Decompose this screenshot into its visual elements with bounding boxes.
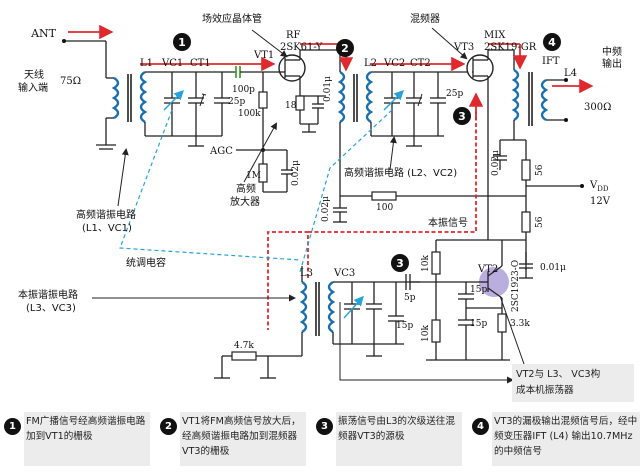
label-c-25p-a: 25p [228, 97, 245, 107]
footer-text-2: VT1将FM高频信号放大后，经高频谐振电路加到混频器VT3的栅极 [180, 412, 306, 466]
label-rf-tank-1: 高频谐振电路 [76, 208, 136, 221]
label-r-56b: 56 [535, 216, 545, 228]
label-vc1: VC1 [161, 58, 183, 69]
label-c-001b: 0.01μ [540, 263, 566, 273]
label-fet-title: 场效应晶体管 [202, 12, 262, 25]
label-osc-tank: 本振谐振电路 [18, 288, 78, 301]
ganged-cap-link-2 [299, 109, 393, 273]
label-agc: AGC [209, 146, 233, 157]
badge-1: 1 [173, 33, 191, 51]
label-ant: ANT [30, 27, 57, 40]
label-r-18: 18 [285, 101, 297, 111]
label-l3: L3 [300, 268, 313, 279]
label-antenna-input: 天线 [24, 68, 44, 81]
footer-note-1: 1 FM广播信号经高频谐振电路加到VT1的栅极 [4, 412, 152, 470]
antenna-input [62, 24, 148, 150]
label-mix: MIX [484, 30, 506, 41]
vt3-mixer [466, 43, 528, 240]
label-c-002a: 0.02μ [291, 160, 301, 186]
oscillator [214, 92, 533, 384]
footer-badge-3: 3 [316, 418, 333, 435]
ganged-cap-link [119, 109, 301, 261]
svg-text:4: 4 [548, 36, 556, 49]
oscillator-note: VT2与 L3、 VC3构 成本机振荡器 [512, 364, 634, 402]
oscillator-note-line-2: 成本机振荡器 [516, 385, 574, 396]
label-r-100k: 100k [238, 109, 261, 119]
footer-badge-4: 4 [472, 418, 489, 435]
label-c-25p-b: 25p [446, 89, 463, 99]
label-vt1-part: 2SK61-Y [280, 42, 323, 53]
rf-tank-2 [333, 56, 526, 223]
label-rf-tank-1b: (L1、VC1) [82, 223, 132, 234]
label-vt2-part: 2SC1923-O [511, 260, 521, 312]
label-input-impedance: 75Ω [60, 76, 81, 87]
label-c-100p: 100p [232, 85, 255, 95]
svg-text:2: 2 [341, 42, 349, 55]
svg-text:3: 3 [396, 257, 404, 270]
ift-l4 [493, 68, 594, 270]
label-ct1: CT1 [190, 58, 211, 69]
footer-note-2: 2 VT1将FM高频信号放大后，经高频谐振电路加到混频器VT3的栅极 [160, 412, 308, 470]
label-rf-amp: 高频 [236, 182, 256, 195]
svg-text:1: 1 [178, 36, 186, 49]
label-if-out: 中频 [602, 45, 622, 58]
rf-tank-1 [140, 56, 276, 147]
label-ct2: CT2 [410, 58, 431, 69]
label-osc-tank-2: (L3、VC3) [26, 303, 76, 314]
label-r-56a: 56 [535, 164, 545, 176]
footer-note-4: 4 VT3的漏极输出混频信号后，经中频变压器IFT (L4) 输出10.7MHz… [472, 412, 640, 470]
label-if-out-2: 输出 [602, 57, 622, 70]
label-c-002c: 0.02μ [491, 150, 501, 176]
label-vc2: VC2 [383, 58, 405, 69]
label-vt2: VT2 [477, 264, 498, 275]
label-rf-amp-2: 放大器 [230, 195, 260, 208]
label-r-4k7: 4.7k [234, 341, 254, 351]
footer-badge-1: 1 [4, 418, 21, 435]
badge-3b: 3 [391, 254, 409, 272]
label-l4: L4 [564, 68, 577, 79]
label-rf: RF [286, 30, 301, 41]
label-vdd: VDD [589, 180, 609, 193]
label-vdd-val: 12V [590, 196, 611, 207]
label-c-15p-a: 15p [396, 321, 413, 331]
label-antenna-input-2: 输入端 [18, 81, 48, 94]
footer-text-4: VT3的漏极输出混频信号后，经中频变压器IFT (L4) 输出10.7MHz的中… [492, 412, 640, 466]
label-r-1m: 1M [246, 171, 261, 181]
label-vt3: VT3 [453, 42, 474, 53]
label-rf-tank-2: 高频谐振电路 (L2、VC2) [344, 166, 457, 179]
label-c-15p-c: 15p [470, 319, 487, 329]
label-c-15p-b: 15p [470, 285, 487, 295]
footer-note-3: 3 振荡信号由L3的次级送往混频器VT3的源极 [316, 412, 464, 470]
footer-text-3: 振荡信号由L3的次级送往混频器VT3的源极 [336, 412, 462, 466]
label-r-100: 100 [376, 203, 393, 213]
label-vt1: VT1 [253, 50, 274, 61]
label-out-impedance: 300Ω [584, 102, 611, 113]
label-ganged-cap: 统调电容 [126, 256, 166, 269]
footer-text-1: FM广播信号经高频谐振电路加到VT1的栅极 [24, 412, 150, 466]
svg-text:3: 3 [458, 110, 466, 123]
label-c-5p: 5p [404, 293, 416, 303]
label-osc-signal: 本振信号 [428, 216, 468, 229]
label-c-002b: 0.02μ [321, 196, 331, 222]
label-r-10k-a: 10k [421, 255, 431, 272]
label-vt3-part: 2SK19-GR [484, 42, 537, 53]
label-c-001a: 0.01μ [323, 76, 333, 102]
label-mixer-title: 混频器 [410, 12, 440, 25]
label-l2: L2 [364, 58, 377, 69]
badge-4: 4 [543, 33, 561, 51]
footer-badge-2: 2 [160, 418, 177, 435]
label-l1: L1 [140, 58, 153, 69]
label-r-3k3: 3.3k [510, 319, 530, 329]
label-vc3: VC3 [333, 268, 355, 279]
oscillator-note-line-1: VT2与 L3、 VC3构 [516, 369, 601, 380]
label-r-10k-b: 10k [421, 325, 431, 342]
badge-3: 3 [453, 107, 471, 125]
label-ift: IFT [542, 56, 560, 67]
badge-2: 2 [336, 39, 354, 57]
